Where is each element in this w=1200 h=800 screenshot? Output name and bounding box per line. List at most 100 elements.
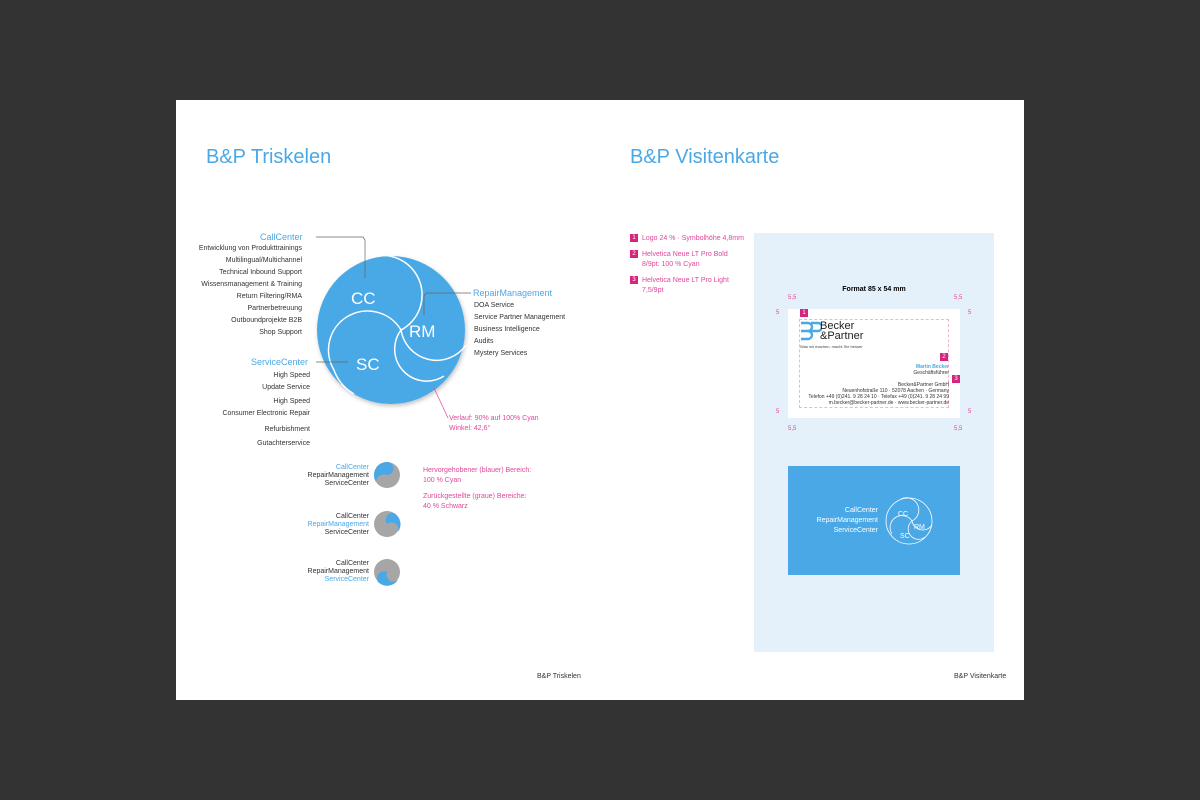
svg-text:RM: RM <box>914 524 925 531</box>
label: ServiceCenter <box>324 529 369 536</box>
note-line: 40 % Schwarz <box>423 503 468 510</box>
note-line: Winkel: 42,6° <box>449 425 491 432</box>
margin-label: 5,5 <box>788 295 797 301</box>
card-address-line: Becker&Partner GmbH <box>897 382 949 388</box>
margin-label: 5,5 <box>788 426 797 432</box>
label: CallCenter <box>844 507 878 514</box>
triskelen-circle <box>317 256 465 404</box>
triskelen-diagram: CC RM SC <box>316 236 471 586</box>
label: CallCenter <box>335 464 369 471</box>
spec-text: 7,5/9pt <box>642 287 664 294</box>
label: CallCenter <box>335 560 369 567</box>
list-item: Outboundprojekte B2B <box>231 317 302 324</box>
spec-text: Logo 24 % · Symbolhöhe 4,8mm <box>642 235 744 242</box>
margin-label: 5 <box>968 310 972 316</box>
list-item: Mystery Services <box>474 350 528 357</box>
list-item: Multilingual/Multichannel <box>225 257 302 264</box>
spec-number: 3 <box>630 276 638 284</box>
margin-label: 5,5 <box>954 426 963 432</box>
page-title-left: B&P Triskelen <box>206 146 332 168</box>
variant-rm <box>374 511 401 537</box>
cc-heading: CallCenter <box>260 232 303 242</box>
logo-line: Becker <box>820 320 855 332</box>
margin-label: 5 <box>968 409 972 415</box>
label: RepairManagement <box>307 521 369 528</box>
card-role: Geschäftsführer <box>913 370 949 376</box>
sc-abbr: SC <box>356 355 380 374</box>
card-address-line: Telefon +49 (0)241. 9 28 24 10 · Telefax… <box>808 394 949 400</box>
cc-abbr: CC <box>351 289 376 308</box>
note-line: Verlauf: 90% auf 100% Cyan <box>449 415 539 422</box>
logo-text: Becker&Partner <box>820 320 864 342</box>
label: RepairManagement <box>307 568 369 575</box>
list-item: Shop Support <box>259 329 302 336</box>
rm-heading: RepairManagement <box>473 288 553 298</box>
page-title-right: B&P Visitenkarte <box>630 146 780 168</box>
margin-label: 5 <box>776 310 780 316</box>
spec-text: Helvetica Neue LT Pro Bold <box>642 251 728 258</box>
variants-note: Hervorgehobener (blauer) Bereich: 100 % C… <box>423 466 531 512</box>
list-item: Entwicklung von Produkttrainings <box>198 245 302 252</box>
spec-text: 8/9pt: 100 % Cyan <box>642 261 700 268</box>
list-item: High Speed <box>273 398 310 405</box>
list-item: DOA Service <box>474 302 515 309</box>
list-item: High Speed <box>273 372 310 379</box>
list-item: Service Partner Management <box>474 314 566 321</box>
safe-area <box>799 319 949 408</box>
card-panel: Format 85 x 54 mm 5,5 5,5 5 5 5 5 5,5 5,… <box>754 233 994 652</box>
label: ServiceCenter <box>324 576 369 583</box>
note-line: Hervorgehobener (blauer) Bereich: <box>423 467 532 474</box>
list-item: Business Intelligence <box>474 326 540 333</box>
card-address-line: Neuenhofstraße 110 · 52078 Aachen · Germ… <box>842 388 949 394</box>
label: ServiceCenter <box>324 480 369 487</box>
spec-number: 1 <box>630 234 638 242</box>
spec-item: 3 Helvetica Neue LT Pro Light 7,5/9pt <box>630 276 744 296</box>
list-item: Return Filtering/RMA <box>236 293 302 300</box>
list-item: Audits <box>474 338 494 345</box>
list-item: Consumer Electronic Repair <box>222 410 310 417</box>
margin-label: 5,5 <box>954 295 963 301</box>
svg-text:SC: SC <box>900 533 910 540</box>
spec-item: 1 Logo 24 % · Symbolhöhe 4,8mm <box>630 234 744 244</box>
rm-abbr: RM <box>409 322 435 341</box>
logo-line: &Partner <box>820 330 864 342</box>
format-label: Format 85 x 54 mm <box>842 286 906 293</box>
business-card-front: 1 2 3 Becker&Partner Was wir machen, mac… <box>788 309 960 418</box>
sc-heading: ServiceCenter <box>251 357 309 367</box>
brochure-spread: B&P Triskelen CallCenter Entwicklung von… <box>176 100 1024 700</box>
svg-text:CC: CC <box>898 511 908 518</box>
list-item: Update Service <box>262 384 310 391</box>
note-line: 100 % Cyan <box>423 477 462 484</box>
spec-marker: 2 <box>940 353 948 361</box>
triskelen-outline-icon: CC RM SC <box>885 497 933 545</box>
label: ServiceCenter <box>833 527 878 534</box>
list-item: Gutachterservice <box>257 440 310 447</box>
label: RepairManagement <box>307 472 369 479</box>
spec-number: 2 <box>630 250 638 258</box>
footer-left: B&P Triskelen <box>537 673 581 680</box>
footer-right: B&P Visitenkarte <box>954 673 1007 680</box>
spec-marker: 1 <box>800 309 808 317</box>
list-item: Wissensmanagement & Training <box>201 281 302 288</box>
spec-text: Helvetica Neue LT Pro Light <box>642 277 729 284</box>
variant-sc <box>374 559 400 586</box>
variant-cc <box>373 461 400 488</box>
card-address-line: m.becker@becker-partner.de · www.becker-… <box>828 400 949 406</box>
label: CallCenter <box>335 513 369 520</box>
slogan: Was wir machen, macht Sie besser <box>800 344 863 349</box>
card-name: Martin Becker <box>915 364 949 370</box>
card-contact: Martin Becker Geschäftsführer Becker&Par… <box>808 364 949 406</box>
list-item: Refurbishment <box>264 426 310 433</box>
label: RepairManagement <box>816 517 878 524</box>
spec-item: 2 Helvetica Neue LT Pro Bold 8/9pt: 100 % … <box>630 250 744 270</box>
bp-logo-icon <box>800 321 824 341</box>
note-line: Zurückgestellte (graue) Bereiche: <box>423 493 527 500</box>
